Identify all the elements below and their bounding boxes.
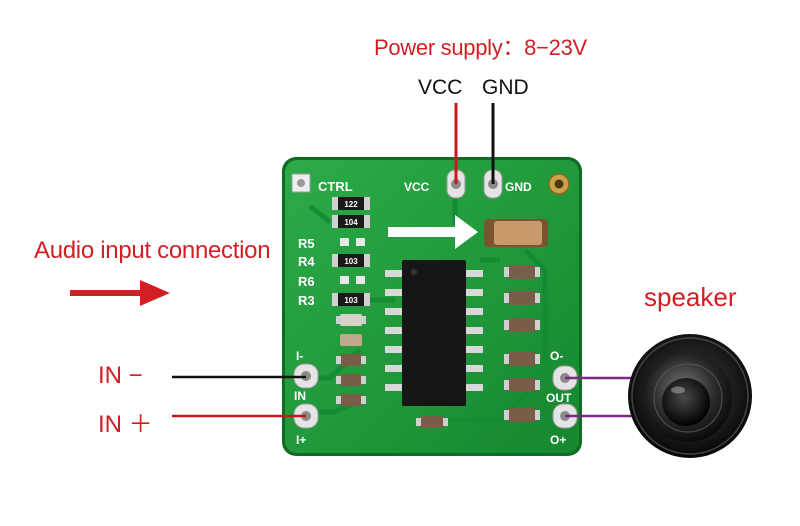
silk-in: IN [294, 389, 306, 403]
silk-r5: R5 [298, 236, 315, 251]
audio-input-arrow [70, 280, 170, 306]
silkscreen-labels: CTRL VCC GND R5 R4 R6 R3 I- IN I+ O- OUT… [294, 179, 572, 447]
speaker-icon [628, 334, 752, 458]
amplifier-ic-chip [385, 260, 483, 406]
smd-components-left: 122 104 103 103 [332, 197, 370, 406]
out-plus-pad [552, 403, 578, 429]
silk-out: OUT [546, 391, 572, 405]
silk-vcc: VCC [404, 180, 430, 194]
smd-components-right [416, 265, 540, 428]
vcc-label: VCC [418, 76, 463, 99]
ctrl-pad [291, 173, 311, 193]
resistor-code: 122 [344, 200, 358, 209]
silk-o-plus: O+ [550, 433, 566, 447]
silk-i-minus: I- [296, 349, 303, 363]
in-plus-label: IN ＋ [98, 411, 153, 438]
silk-r6: R6 [298, 274, 315, 289]
resistor-code: 103 [344, 257, 358, 266]
resistor-code: 103 [344, 296, 358, 305]
silk-r3: R3 [298, 293, 315, 308]
audio-input-label: Audio input connection [34, 237, 271, 264]
silk-r4: R4 [298, 254, 315, 269]
signal-flow-arrow [388, 215, 478, 249]
tantalum-capacitor [484, 219, 548, 247]
resistor-code: 104 [344, 218, 358, 227]
wires [172, 103, 640, 418]
silk-i-plus: I+ [296, 433, 306, 447]
mounting-hole [548, 173, 570, 195]
gnd-label: GND [482, 76, 529, 99]
silk-ctrl: CTRL [318, 179, 353, 194]
silk-gnd: GND [505, 180, 532, 194]
in-minus-label: IN − [98, 362, 143, 389]
power-supply-label: Power supply：8−23V [374, 35, 587, 60]
speaker-label: speaker [644, 282, 737, 312]
silk-o-minus: O- [550, 349, 563, 363]
